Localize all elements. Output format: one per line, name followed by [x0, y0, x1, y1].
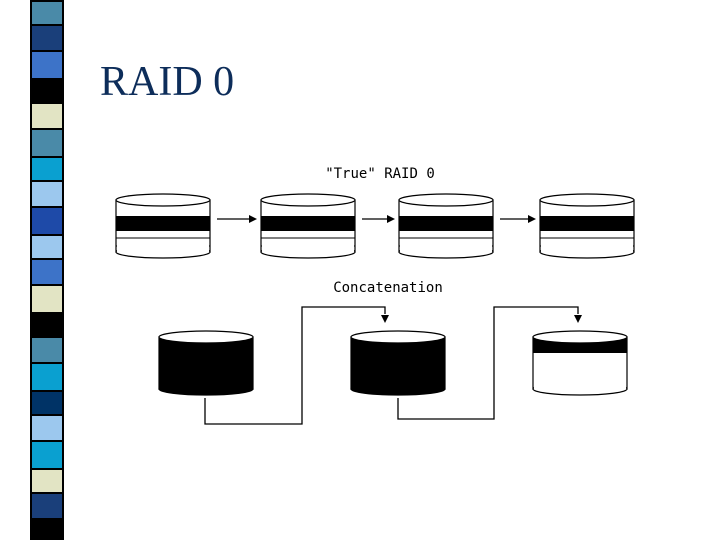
striped-disk [260, 193, 356, 259]
concat-connector [397, 306, 579, 420]
concat-disk [532, 330, 628, 396]
arrow-right-icon [528, 215, 536, 223]
concat-disk [350, 330, 446, 396]
decorative-stripe-bar [30, 0, 64, 540]
striped-disk [398, 193, 494, 259]
striped-disk [115, 193, 211, 259]
striped-disk [539, 193, 635, 259]
arrow-right-icon [387, 215, 395, 223]
arrow-right-icon [249, 215, 257, 223]
concat-connector [204, 306, 386, 425]
concatenation-disk-row [158, 306, 628, 425]
concat-disk [158, 330, 254, 396]
true-raid-disk-row [115, 193, 635, 259]
true-raid-label: "True" RAID 0 [325, 166, 435, 182]
arrow-down-icon [381, 315, 389, 323]
concatenation-label: Concatenation [333, 280, 443, 296]
page-title: RAID 0 [100, 59, 235, 105]
arrow-down-icon [574, 315, 582, 323]
